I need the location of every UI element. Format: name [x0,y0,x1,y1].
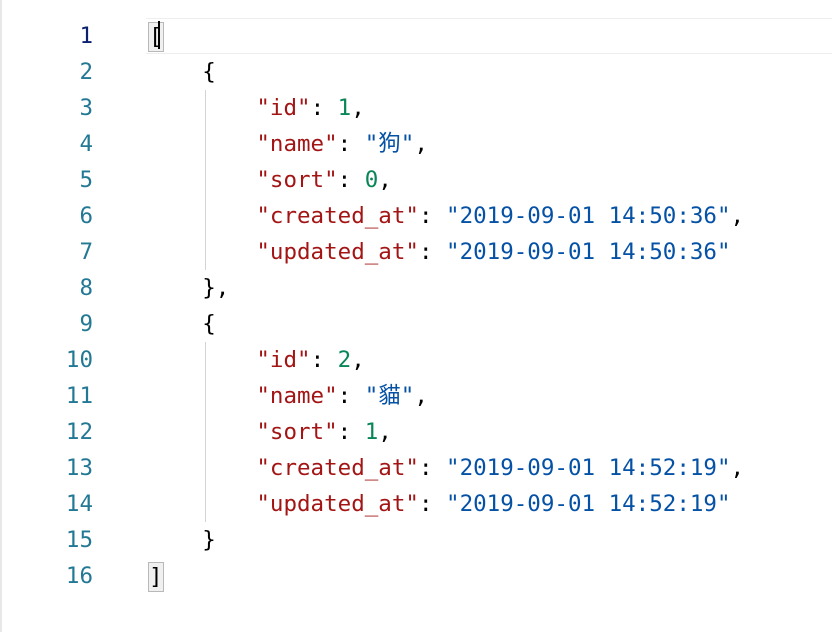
json-key: "sort" [256,167,338,193]
code-line[interactable]: "name": "貓", [256,383,428,409]
code-line[interactable]: "updated_at": "2019-09-01 14:52:19" [256,491,731,517]
code-line[interactable]: "id": 1, [256,95,365,121]
line-number: 13 [65,455,93,481]
json-key: "id" [256,347,311,373]
json-key: "updated_at" [256,491,419,517]
json-key: "name" [256,131,338,157]
code-area[interactable]: [ { "id": 1, "name": "狗", "sort": 0, "cr… [148,18,744,594]
json-string: "2019-09-01 14:50:36" [446,239,731,265]
code-line[interactable]: }, [148,270,744,306]
json-number: 1 [364,419,379,445]
code-line[interactable]: "created_at": "2019-09-01 14:50:36", [256,203,745,229]
line-number: 16 [65,563,93,589]
json-string: "2019-09-01 14:52:19" [446,491,731,517]
close-brace: }, [202,275,230,301]
line-number-gutter[interactable]: 1 2 3 4 5 6 7 8 9 10 11 12 13 14 15 16 [0,18,100,594]
line-number: 11 [65,383,93,409]
line-number: 9 [79,311,93,337]
indent-guide [205,342,206,522]
line-number: 15 [65,527,93,553]
close-brace: } [202,527,216,553]
code-line[interactable]: "sort": 1, [256,419,392,445]
json-key: "updated_at" [256,239,419,265]
line-number: 4 [79,131,93,157]
json-string: "2019-09-01 14:52:19" [446,455,731,481]
code-line[interactable]: "created_at": "2019-09-01 14:52:19", [256,455,745,481]
close-bracket: ] [148,561,164,592]
open-bracket: [ [148,21,164,52]
code-line[interactable]: "name": "狗", [256,131,428,157]
json-number: 2 [337,347,352,373]
code-line[interactable]: { [148,54,744,90]
json-key: "id" [256,95,311,121]
code-line[interactable]: "updated_at": "2019-09-01 14:50:36" [256,239,731,265]
line-number: 5 [79,167,93,193]
current-line-highlight [146,18,832,54]
json-number: 0 [364,167,379,193]
line-number: 8 [79,275,93,301]
json-key: "sort" [256,419,338,445]
line-number: 7 [79,239,93,265]
line-number: 14 [65,491,93,517]
json-string: "狗" [364,131,415,157]
line-number: 12 [65,419,93,445]
code-line[interactable]: "sort": 0, [256,167,392,193]
json-string: "2019-09-01 14:50:36" [446,203,731,229]
code-line[interactable]: { [148,306,744,342]
line-number: 3 [79,95,93,121]
code-line[interactable]: "id": 2, [256,347,365,373]
json-key: "created_at" [256,203,419,229]
line-number: 1 [79,23,93,49]
line-number: 2 [79,59,93,85]
code-line[interactable]: ] [148,558,744,594]
code-line[interactable]: [ [148,18,744,54]
line-number: 10 [65,347,93,373]
line-number: 6 [79,203,93,229]
json-key: "name" [256,383,338,409]
indent-guide [205,90,206,270]
editor-left-border [0,0,2,632]
json-number: 1 [337,95,352,121]
json-key: "created_at" [256,455,419,481]
json-string: "貓" [364,383,415,409]
open-brace: { [202,59,216,85]
code-line[interactable]: } [148,522,744,558]
text-cursor [158,21,160,49]
open-brace: { [202,311,216,337]
